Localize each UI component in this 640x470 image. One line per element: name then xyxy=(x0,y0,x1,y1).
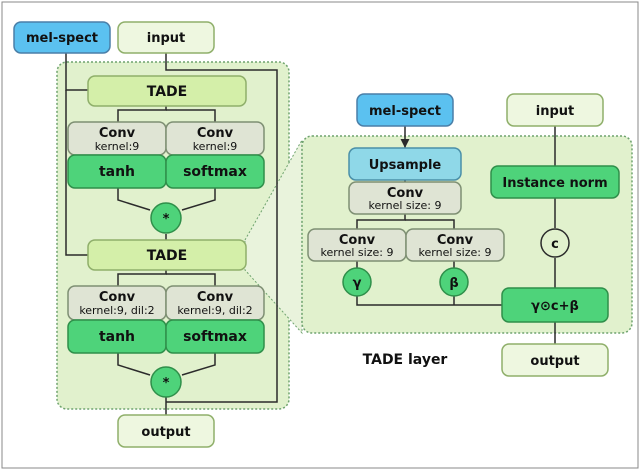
upsample-box xyxy=(348,147,462,181)
conv-title-1b: Conv xyxy=(197,126,234,141)
conv-gamma-title: Conv xyxy=(339,233,376,248)
softmax-label-1: softmax xyxy=(183,164,247,180)
multiply-node-1 xyxy=(150,202,182,234)
right-mel-spect-box xyxy=(356,93,454,127)
conv-main-title: Conv xyxy=(387,186,424,201)
conv-main-box xyxy=(348,181,462,215)
combine-box xyxy=(501,287,609,323)
tade-box-2 xyxy=(87,239,247,271)
left-mel-spect-box xyxy=(13,21,111,54)
gamma-label: γ xyxy=(353,276,362,291)
right-connections xyxy=(356,126,556,344)
multiply-label-1: * xyxy=(163,212,170,227)
right-output-label: output xyxy=(530,354,579,369)
tade-label-2: TADE xyxy=(147,248,187,264)
softmax-box-2 xyxy=(165,319,265,354)
c-node xyxy=(540,228,570,258)
conv-sub-1b: kernel:9 xyxy=(193,140,238,153)
multiply-node-2 xyxy=(150,366,182,398)
right-output-box xyxy=(501,343,609,377)
conv-beta-sub: kernel size: 9 xyxy=(419,246,492,259)
softmax-label-2: softmax xyxy=(183,329,247,345)
conv-sub-2b: kernel:9, dil:2 xyxy=(177,304,252,317)
c-label: c xyxy=(551,237,559,252)
beta-node xyxy=(439,267,469,297)
tanh-label-2: tanh xyxy=(99,329,135,345)
right-mel-spect-label: mel-spect xyxy=(369,104,441,119)
conv-gamma-sub: kernel size: 9 xyxy=(321,246,394,259)
beta-label: β xyxy=(449,276,458,291)
left-output-box xyxy=(117,414,215,448)
upsample-label: Upsample xyxy=(369,158,442,173)
left-mel-spect-label: mel-spect xyxy=(26,31,98,46)
conv-sub-1a: kernel:9 xyxy=(95,140,140,153)
gamma-node xyxy=(342,267,372,297)
conv-title-2b: Conv xyxy=(197,290,234,305)
conv-main-sub: kernel size: 9 xyxy=(369,199,442,212)
softmax-box-1 xyxy=(165,154,265,189)
tade-layer-caption: TADE layer xyxy=(363,352,448,368)
left-output-label: output xyxy=(141,425,190,440)
conv-title-1a: Conv xyxy=(99,126,136,141)
tade-box-1 xyxy=(87,75,247,107)
conv-beta-box xyxy=(405,228,505,262)
conv-beta-title: Conv xyxy=(437,233,474,248)
combine-label: γ⊙c+β xyxy=(531,299,579,314)
tanh-label-1: tanh xyxy=(99,164,135,180)
instance-norm-label: Instance norm xyxy=(502,176,607,191)
right-input-label: input xyxy=(536,104,575,119)
tade-label-1: TADE xyxy=(147,84,187,100)
left-input-label: input xyxy=(147,31,186,46)
conv-sub-2a: kernel:9, dil:2 xyxy=(79,304,154,317)
zoom-trapezoid xyxy=(244,138,303,335)
left-input-box xyxy=(117,21,215,54)
multiply-label-2: * xyxy=(163,376,170,391)
right-input-box xyxy=(506,93,604,127)
instance-norm-box xyxy=(490,165,620,199)
conv-title-2a: Conv xyxy=(99,290,136,305)
left-connections xyxy=(65,53,278,415)
